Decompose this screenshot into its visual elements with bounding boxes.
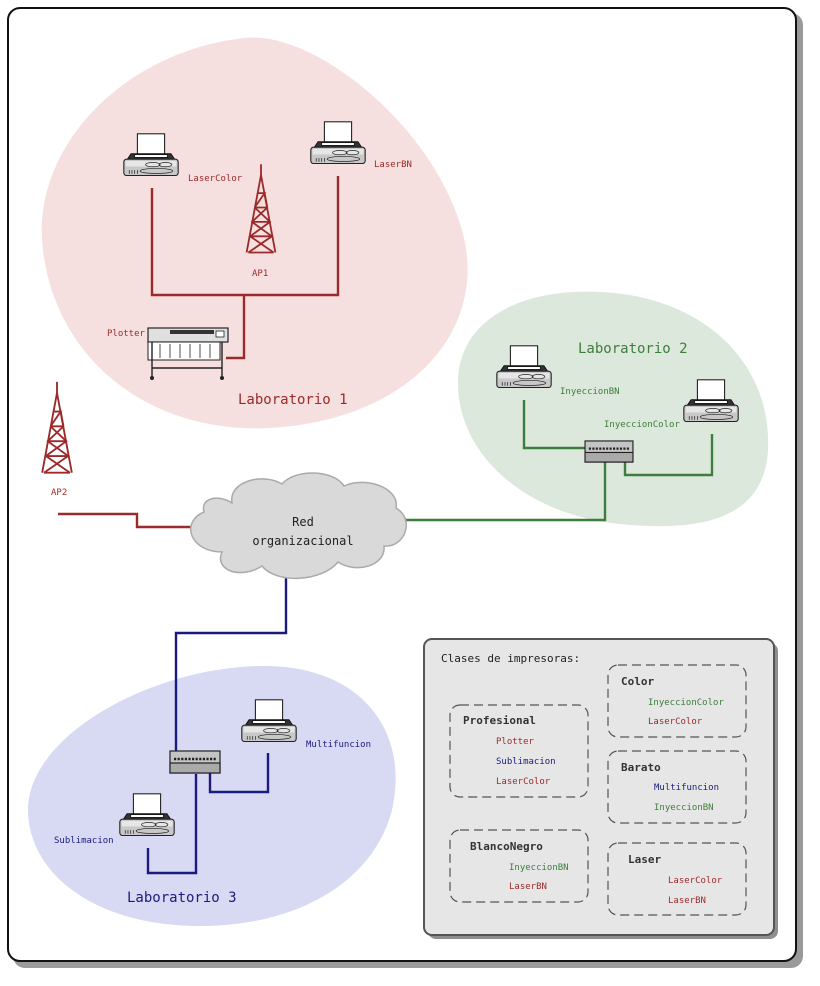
lab2-wiring xyxy=(398,400,714,522)
class-member: InyeccionBN xyxy=(509,863,569,873)
ap2-wiring xyxy=(58,512,196,529)
lab3-area xyxy=(28,665,396,926)
class-name-laser: Laser xyxy=(628,853,661,866)
class-member: LaserBN xyxy=(668,896,706,906)
cloud-label-line1: Red xyxy=(292,515,314,529)
lab3-title: Laboratorio 3 xyxy=(127,890,237,906)
class-name-profesional: Profesional xyxy=(463,714,536,727)
inyeccion-color-label: InyeccionColor xyxy=(604,420,680,430)
class-group-borders xyxy=(449,664,747,916)
class-member: LaserBN xyxy=(509,882,547,892)
laser-color-label: LaserColor xyxy=(188,174,243,184)
lab3-switch-icon xyxy=(169,750,221,774)
cloud-label-line2: organizacional xyxy=(252,534,353,548)
lab2-title: Laboratorio 2 xyxy=(578,341,688,357)
class-member: LaserColor xyxy=(496,777,551,787)
inyeccion-bn-label: InyeccionBN xyxy=(560,387,620,397)
sublimacion-label: Sublimacion xyxy=(54,836,114,846)
class-member: Sublimacion xyxy=(496,757,556,767)
plotter-icon xyxy=(147,327,229,380)
class-name-barato: Barato xyxy=(621,761,661,774)
class-name-color: Color xyxy=(621,675,654,688)
class-member: LaserColor xyxy=(668,876,723,886)
plotter-label: Plotter xyxy=(107,329,146,339)
class-name-blanconegro: BlancoNegro xyxy=(470,840,543,853)
class-member: LaserColor xyxy=(648,717,703,727)
class-member: InyeccionBN xyxy=(654,803,714,813)
classes-title: Clases de impresoras: xyxy=(441,652,580,665)
ap2-label: AP2 xyxy=(51,488,67,498)
ap1-label: AP1 xyxy=(252,269,268,279)
classes-box xyxy=(423,638,775,936)
class-member: Plotter xyxy=(496,737,535,747)
class-member: InyeccionColor xyxy=(648,698,724,708)
lab1-title: Laboratorio 1 xyxy=(238,392,348,408)
cloud xyxy=(190,472,407,579)
multifuncion-label: Multifuncion xyxy=(306,740,371,750)
laser-bn-label: LaserBN xyxy=(374,160,412,170)
class-member: Multifuncion xyxy=(654,783,719,793)
lab3-wiring xyxy=(146,578,288,875)
lab1-wiring xyxy=(150,176,340,360)
lab2-switch-icon xyxy=(584,440,634,463)
